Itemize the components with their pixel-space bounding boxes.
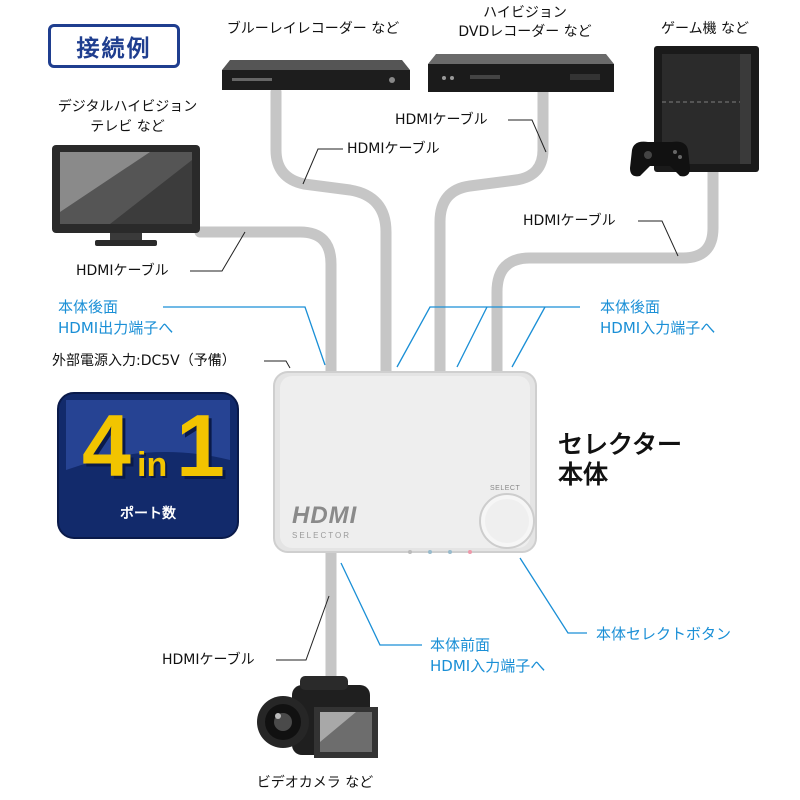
power-leader [264,360,291,369]
badge-number-4: 4 [82,396,131,495]
tv-label-line1: デジタルハイビジョン [57,99,198,115]
front-input-callout-line1: 本体前面 [430,636,491,654]
rear-input-leader-2 [456,306,488,368]
dvd-recorder-icon [428,54,614,92]
hdmi-logo: HDMI [292,502,358,529]
power-input-label: 外部電源入力:DC5V（予備） [52,353,236,369]
game-console-icon [630,46,759,177]
rear-input-leader-1 [396,306,580,368]
dvd-label-line1: ハイビジョン [483,5,567,21]
tv-icon [52,145,200,246]
bluray-cable-path [270,86,392,378]
badge-word-in: in [137,446,168,484]
rear-output-leader [163,306,326,366]
cables-group [194,86,719,696]
tv-cable-path [194,226,337,378]
game-cable-path [491,166,719,378]
dvd-cable-label: HDMIケーブル [395,112,488,128]
badge-number-1: 1 [176,396,225,495]
page-title: 接続例 [48,24,180,68]
tv-leader [190,231,246,272]
bluray-label: ブルーレイレコーダー など [226,21,400,37]
game-leader [638,220,679,257]
rear-input-leader-3 [511,306,546,368]
selector-body [273,371,537,554]
video-camera-icon [257,676,378,758]
rear-output-callout-line1: 本体後面 [58,298,119,316]
tv-cable-label: HDMIケーブル [76,263,169,279]
rear-input-callout-line1: 本体後面 [600,298,661,316]
hdmi-logo-sub: SELECTOR [292,531,351,540]
camera-cable-label: HDMIケーブル [162,652,255,668]
selector-title-line1: セレクター [558,430,683,459]
black-leader-lines [190,119,679,661]
front-input-leader [340,562,422,646]
dvd-leader [508,119,547,153]
select-button-callout: 本体セレクトボタン [596,625,732,643]
bluray-recorder-icon [222,60,410,90]
select-button-leader [519,557,587,634]
port-count-badge [57,392,239,539]
camera-leader [276,595,330,661]
front-input-callout-line2: HDMI入力端子へ [430,657,546,675]
tv-label-line2: テレビ など [90,119,165,135]
rear-output-callout-line2: HDMI出力端子へ [58,319,174,337]
game-label: ゲーム機 など [660,21,750,37]
game-cable-label: HDMIケーブル [523,213,616,229]
bluray-leader [302,148,343,185]
select-button[interactable] [486,498,530,542]
selector-title-line2: 本体 [558,460,609,489]
dvd-cable-path [434,86,549,378]
badge-caption: ポート数 [120,506,176,522]
bluray-cable-label: HDMIケーブル [347,141,440,157]
camera-label: ビデオカメラ など [256,775,374,791]
dvd-label-line2: DVDレコーダー など [458,24,592,40]
blue-leader-lines [163,306,587,646]
rear-input-callout-line2: HDMI入力端子へ [600,319,716,337]
select-button-label: SELECT [490,485,521,492]
